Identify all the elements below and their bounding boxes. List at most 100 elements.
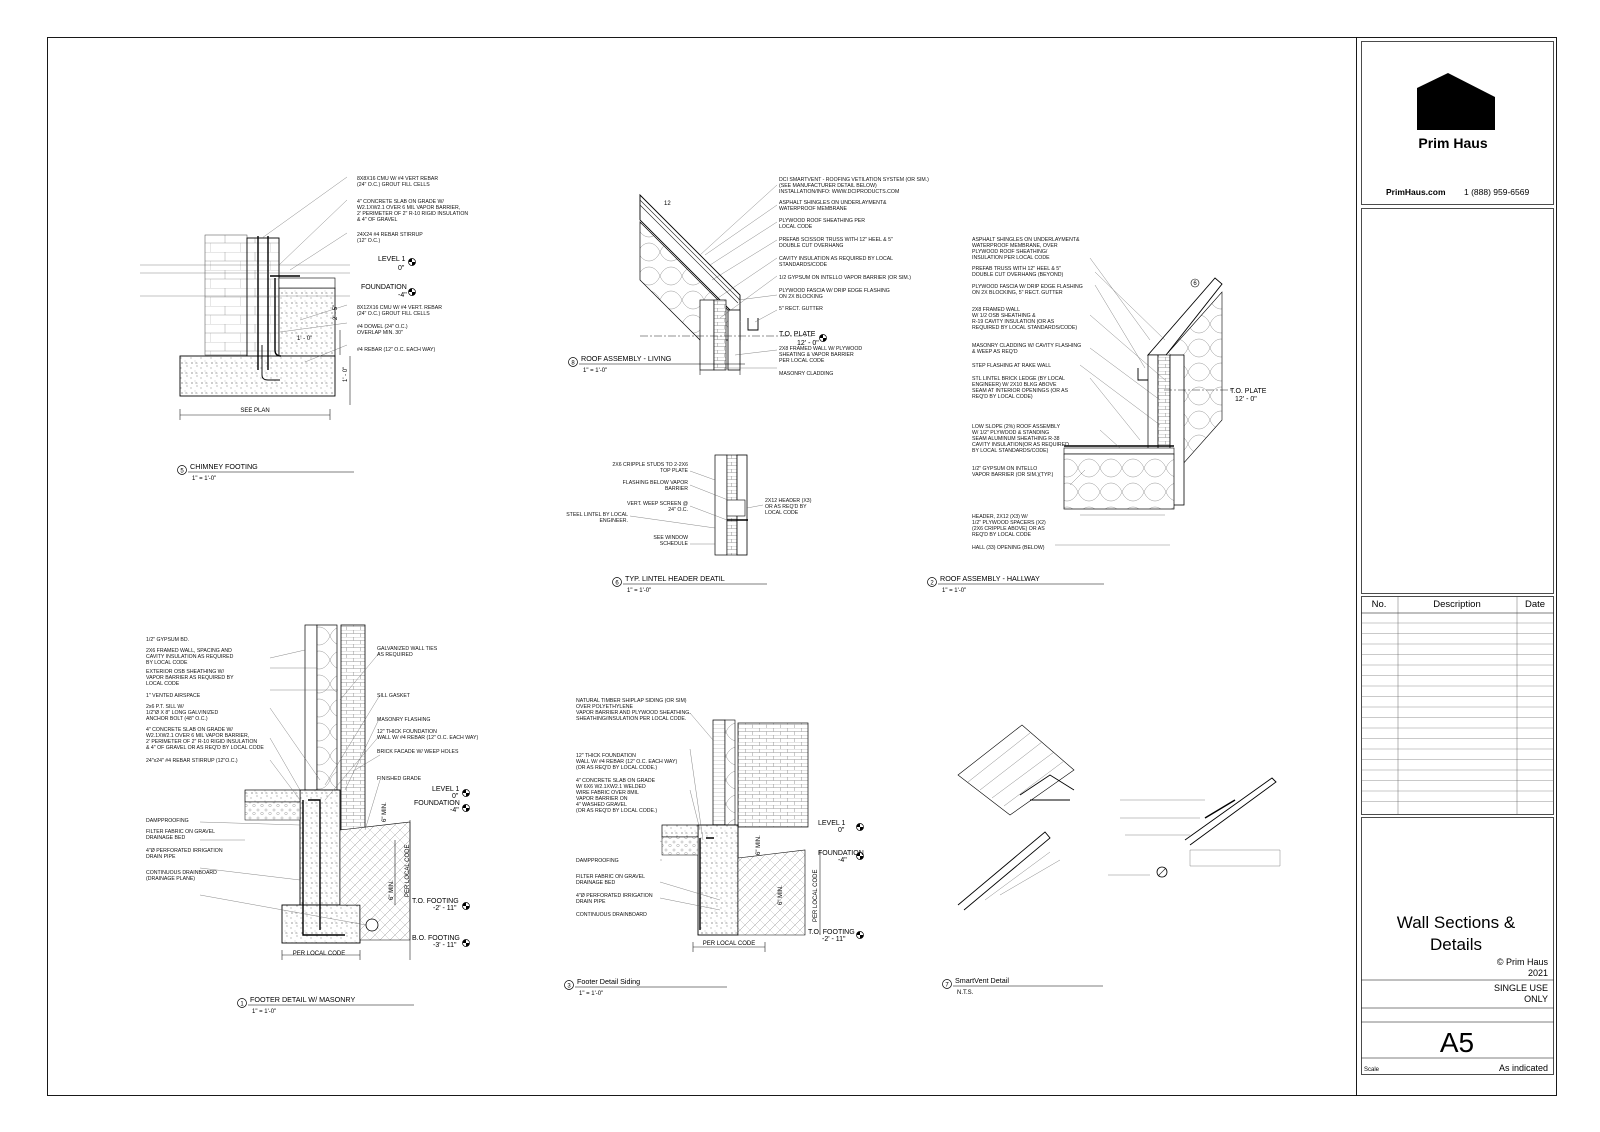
d2-note: DOUBLE CUT OVERHANG (BEYOND) (972, 272, 1064, 278)
d3-note: (OR AS REQ'D BY LOCAL CODE.) (576, 765, 657, 771)
d1-tof: T.O. FOOTING (412, 898, 459, 905)
scale-value: As indicated (1499, 1063, 1548, 1073)
d3-tof: T.O. FOOTING (808, 929, 855, 936)
d6-note: STEEL LINTEL BY LOCAL (566, 512, 628, 518)
d1-note: & 4" OF GRAVEL OR AS REQ'D BY LOCAL CODE (146, 745, 264, 751)
d1-note: 4" CONCRETE SLAB ON GRADE W/ (146, 727, 233, 733)
d2-note: & WEEP AS REQ'D (972, 349, 1018, 355)
d3-level1: LEVEL 1 (818, 820, 845, 827)
detail-footer-masonry: 1/2" GYPSUM BD.2X6 FRAMED WALL, SPACING … (146, 624, 478, 1015)
d3-note: DRAIN PIPE (576, 899, 606, 905)
d1-level1: LEVEL 1 (432, 786, 459, 793)
d8-note: PER LOCAL CODE (779, 358, 825, 364)
d8-note: 2X8 FRAMED WALL W/ PLYWOOD (779, 346, 862, 352)
d5-note: OVERLAP MIN. 30" (357, 330, 403, 336)
d5-dim-1: 1' - 0" (297, 336, 312, 342)
d7-scale: N.T.S. (957, 990, 974, 996)
d3-scale: 1" = 1'-0" (579, 991, 603, 997)
d5-note: 24X24 #4 REBAR STIRRUP (357, 232, 423, 238)
d2-note: ASPHALT SHINGLES ON UNDERLAYMENT& (972, 237, 1080, 243)
d8-note: SHEATING & VAPOR BARRIER (779, 352, 854, 358)
website-link[interactable]: PrimHaus.com (1386, 187, 1446, 197)
d3-note: 12" THICK FOUNDATION (576, 753, 636, 759)
scale-label: Scale (1364, 1067, 1380, 1073)
d2-note: VAPOR BARRIER (OR SIM.)(TYP.) (972, 472, 1054, 478)
d8-pitch: 12 (664, 201, 671, 207)
d3-per-local-vert: PER LOCAL CODE (813, 870, 819, 922)
d5-level1: LEVEL 1 (378, 256, 405, 263)
d1-note: MASONRY FLASHING (377, 717, 430, 723)
rev-col-date: Date (1525, 599, 1545, 610)
d8-note: (SEE MANUFACTURER DETAIL BELOW) (779, 183, 877, 189)
use-line1: SINGLE USE (1494, 983, 1548, 993)
d8-plate: T.O. PLATE (779, 331, 816, 338)
d2-note: MASONRY CLADDING W/ CAVITY FLASHING (972, 343, 1081, 349)
d5-dim-3: 1' - 0" (343, 367, 349, 382)
d3-note: WIRE FABRIC OVER 8MIL (576, 790, 639, 796)
d8-scale: 1" = 1'-0" (583, 368, 607, 374)
d5-note: #4 REBAR (12" O.C. EACH WAY) (357, 347, 436, 353)
d1-per-local-bottom: PER LOCAL CODE (293, 951, 345, 957)
d5-level1-el: 0" (398, 265, 405, 272)
d3-number: 3 (567, 984, 571, 990)
d2-note: PREFAB TRUSS WITH 12" HEEL & 5" (972, 266, 1061, 272)
d2-note: R-19 CAVITY INSULATION (OR AS (972, 319, 1055, 325)
d8-note: PLYWOOD ROOF SHEATHING PER (779, 218, 865, 224)
d2-note: SEAM AT INTERIOR OPENINGS (OR AS (972, 388, 1069, 394)
d2-note: LOW SLOPE (2%) ROOF ASSEMBLY (972, 424, 1061, 430)
d2-note: 2X8 FRAMED WALL (972, 307, 1020, 313)
d1-note: CONTINUOUS DRAINBOARD (146, 870, 217, 876)
sheet-border (47, 37, 1557, 1096)
d1-number: 1 (240, 1002, 244, 1008)
d3-note: CONTINUOUS DRAINBOARD (576, 912, 647, 918)
d8-title: ROOF ASSEMBLY - LIVING (581, 354, 672, 363)
d6-title: TYP. LINTEL HEADER DEATIL (625, 574, 725, 583)
d2-pitch: 6 (1193, 281, 1197, 287)
d7-number: 7 (945, 983, 949, 989)
d8-note: CAVITY INSULATION AS REQUIRED BY LOCAL (779, 256, 893, 262)
d1-tof-el: -2' - 11" (433, 905, 457, 912)
brand-name: Prim Haus (1418, 135, 1487, 151)
d1-note: 2X6 FRAMED WALL, SPACING AND (146, 648, 232, 654)
use-line2: ONLY (1524, 994, 1548, 1004)
d1-note: FINISHED GRADE (377, 776, 422, 782)
d8-note: 5" RECT. GUTTER (779, 306, 823, 312)
d2-note: INSULATION PER LOCAL CODE (972, 255, 1050, 261)
d3-per-local-bottom: PER LOCAL CODE (703, 941, 755, 947)
d1-bof: B.O. FOOTING (412, 935, 460, 942)
d5-note: 8X12X16 CMU W/ #4 VERT. REBAR (357, 305, 442, 311)
d5-title: CHIMNEY FOOTING (190, 462, 258, 471)
d3-note: WALL W/ #4 REBAR (12" O.C. EACH WAY) (576, 759, 677, 765)
d2-note: ON 2X BLOCKING, 5" RECT. GUTTER (972, 290, 1063, 296)
d8-note: ASPHALT SHINGLES ON UNDERLAYMENT& (779, 200, 887, 206)
d8-plate-el: 12' - 0" (797, 340, 819, 347)
d2-note: (2X6 CRIPPLE ABOVE) OR AS (972, 526, 1045, 532)
d1-note: BY LOCAL CODE (146, 660, 188, 666)
d2-note: HALL (33) OPENING (BELOW) (972, 545, 1045, 551)
d8-note: DOUBLE CUT OVERHANG (779, 243, 843, 249)
d6-note: LOCAL CODE (765, 510, 799, 516)
detail-chimney-footing: 8X8X16 CMU W/ #4 VERT REBAR(24" O.C.) GR… (140, 176, 468, 482)
d6-note: BARRIER (665, 486, 688, 492)
year: 2021 (1528, 968, 1548, 978)
d6-note: 2X6 CRIPPLE STUDS TO 2-2X6 (612, 462, 688, 468)
d1-note: DRAINAGE BED (146, 835, 185, 841)
d2-plate-el: 12' - 0" (1235, 396, 1257, 403)
d1-level1-el: 0" (452, 793, 459, 800)
d5-note: (24" O.C.) GROUT FILL CELLS (357, 311, 430, 317)
d3-note: SHEATHING/INSULATION PER LOCAL CODE. (576, 716, 686, 722)
d6-note: VERT. WEEP SCREEN @ (627, 501, 688, 507)
d5-foundation-el: -4" (398, 292, 407, 299)
d3-note: 4"Ø PERFORATED IRRIGATION (576, 893, 653, 899)
d1-bof-el: -3' - 11" (433, 942, 457, 949)
d1-note: 4"Ø PERFORATED IRRIGATION (146, 848, 223, 854)
d6-note: 24" O.C. (668, 507, 688, 513)
d5-dim-2: 2' - 5" (333, 305, 339, 320)
d8-note: MASONRY CLADDING (779, 371, 833, 377)
d2-note: PLYWOOD FASCIA W/ DRIP EDGE FLASHING (972, 284, 1083, 290)
d3-note: W/ 6X6 W2.1XW2.1 WELDED (576, 784, 646, 790)
d2-note: PLYWOOD ROOF SHEATHING/ (972, 249, 1048, 255)
d2-note: ENGINEER) W/ 2X10 BLKG ABOVE (972, 382, 1057, 388)
d1-note: AS REQUIRED (377, 652, 413, 658)
